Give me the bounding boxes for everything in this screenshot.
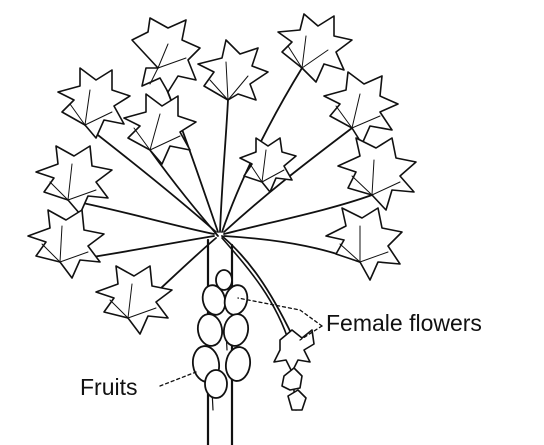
fruit-cluster xyxy=(191,270,253,398)
fruits-label: Fruits xyxy=(80,376,138,399)
fruits-leader-line xyxy=(160,372,196,386)
female-flowers-label: Female flowers xyxy=(326,312,482,335)
